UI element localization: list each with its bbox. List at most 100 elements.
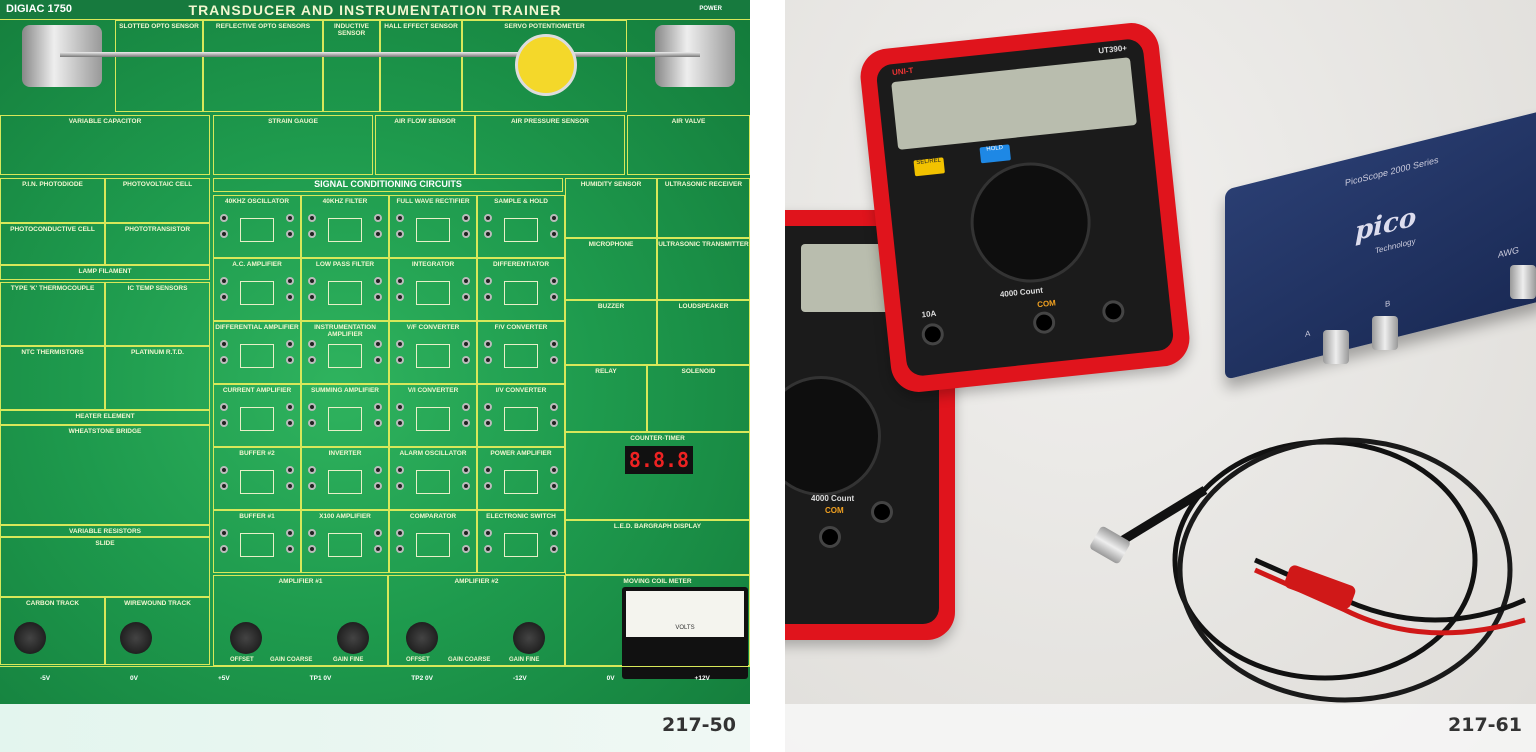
socket[interactable] [396, 230, 404, 238]
socket[interactable] [484, 419, 492, 427]
rotary-selector[interactable] [964, 156, 1097, 289]
socket[interactable] [220, 356, 228, 364]
socket[interactable] [308, 214, 316, 222]
offset-knob[interactable] [230, 622, 262, 654]
socket[interactable] [220, 277, 228, 285]
socket[interactable] [484, 466, 492, 474]
socket[interactable] [374, 356, 382, 364]
socket[interactable] [484, 293, 492, 301]
sel-rel-button[interactable]: SEL/REL [913, 157, 945, 177]
socket[interactable] [286, 419, 294, 427]
socket[interactable] [550, 482, 558, 490]
socket[interactable] [308, 277, 316, 285]
socket[interactable] [374, 482, 382, 490]
socket[interactable] [220, 482, 228, 490]
socket[interactable] [462, 277, 470, 285]
socket[interactable] [286, 529, 294, 537]
socket[interactable] [286, 214, 294, 222]
socket[interactable] [308, 466, 316, 474]
socket[interactable] [286, 293, 294, 301]
hold-button[interactable]: HOLD [979, 144, 1011, 164]
socket[interactable] [374, 277, 382, 285]
offset-knob-2[interactable] [406, 622, 438, 654]
gain-fine-knob[interactable] [337, 622, 369, 654]
socket[interactable] [308, 482, 316, 490]
socket[interactable] [220, 230, 228, 238]
socket[interactable] [220, 214, 228, 222]
socket[interactable] [484, 403, 492, 411]
wirewound-knob[interactable] [120, 622, 152, 654]
socket[interactable] [396, 466, 404, 474]
gain-fine-knob-2[interactable] [513, 622, 545, 654]
socket[interactable] [550, 293, 558, 301]
socket[interactable] [550, 230, 558, 238]
socket[interactable] [396, 277, 404, 285]
socket[interactable] [550, 356, 558, 364]
socket[interactable] [220, 529, 228, 537]
socket[interactable] [484, 356, 492, 364]
socket[interactable] [462, 482, 470, 490]
socket[interactable] [374, 466, 382, 474]
socket[interactable] [462, 340, 470, 348]
socket[interactable] [308, 529, 316, 537]
socket[interactable] [220, 340, 228, 348]
socket[interactable] [396, 293, 404, 301]
socket[interactable] [374, 293, 382, 301]
socket[interactable] [374, 545, 382, 553]
socket[interactable] [396, 419, 404, 427]
socket[interactable] [220, 545, 228, 553]
socket[interactable] [286, 356, 294, 364]
socket[interactable] [308, 230, 316, 238]
socket[interactable] [308, 340, 316, 348]
socket[interactable] [462, 293, 470, 301]
socket[interactable] [550, 403, 558, 411]
socket[interactable] [396, 403, 404, 411]
socket[interactable] [396, 529, 404, 537]
socket[interactable] [308, 293, 316, 301]
socket[interactable] [484, 545, 492, 553]
socket[interactable] [220, 466, 228, 474]
socket[interactable] [550, 340, 558, 348]
socket[interactable] [484, 529, 492, 537]
socket[interactable] [396, 356, 404, 364]
socket[interactable] [396, 482, 404, 490]
socket[interactable] [550, 419, 558, 427]
socket[interactable] [462, 403, 470, 411]
socket[interactable] [308, 403, 316, 411]
socket[interactable] [308, 356, 316, 364]
socket[interactable] [550, 277, 558, 285]
socket[interactable] [220, 419, 228, 427]
socket[interactable] [286, 482, 294, 490]
socket[interactable] [550, 466, 558, 474]
socket[interactable] [308, 419, 316, 427]
socket[interactable] [220, 293, 228, 301]
carbon-track-knob[interactable] [14, 622, 46, 654]
socket[interactable] [286, 277, 294, 285]
socket[interactable] [396, 340, 404, 348]
socket[interactable] [374, 419, 382, 427]
socket[interactable] [550, 545, 558, 553]
socket[interactable] [374, 529, 382, 537]
socket[interactable] [286, 340, 294, 348]
socket[interactable] [462, 419, 470, 427]
socket[interactable] [462, 230, 470, 238]
socket[interactable] [286, 230, 294, 238]
socket[interactable] [374, 214, 382, 222]
socket[interactable] [462, 466, 470, 474]
socket[interactable] [374, 340, 382, 348]
socket[interactable] [286, 545, 294, 553]
socket[interactable] [484, 230, 492, 238]
socket[interactable] [462, 529, 470, 537]
socket[interactable] [484, 214, 492, 222]
socket[interactable] [396, 214, 404, 222]
socket[interactable] [374, 230, 382, 238]
socket[interactable] [286, 466, 294, 474]
socket[interactable] [462, 545, 470, 553]
socket[interactable] [484, 277, 492, 285]
socket[interactable] [374, 403, 382, 411]
socket[interactable] [484, 340, 492, 348]
socket[interactable] [484, 482, 492, 490]
socket[interactable] [550, 214, 558, 222]
socket[interactable] [308, 545, 316, 553]
socket[interactable] [550, 529, 558, 537]
